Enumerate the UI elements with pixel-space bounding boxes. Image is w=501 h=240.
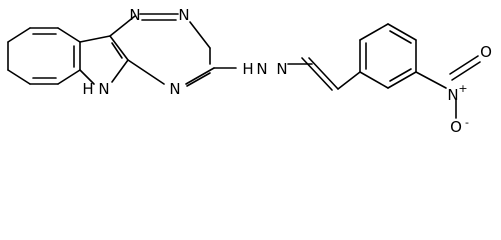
bond	[79, 69, 95, 85]
bond	[387, 71, 417, 89]
nitro-group	[415, 55, 481, 119]
atom-n-hydrazone-1: N	[256, 60, 267, 78]
oxygen-negative-charge: -	[465, 116, 469, 129]
bond	[301, 57, 333, 91]
double-bond-inner	[389, 68, 412, 82]
molecule-diagram: N N N N H N H N N + O O -	[7, 6, 492, 136]
benzene-ring-left	[7, 27, 81, 85]
bond	[189, 21, 211, 49]
bond	[57, 69, 81, 85]
bond	[308, 57, 339, 90]
atom-n-hydrazone-2: N	[276, 60, 287, 78]
atom-h-hydrazone: H	[242, 60, 253, 78]
bond	[185, 67, 215, 85]
bond	[359, 71, 389, 89]
atom-n-triazine-3: N	[169, 80, 180, 98]
pyrrole-ring	[79, 35, 129, 85]
bond	[449, 55, 479, 75]
double-bond-inner	[111, 42, 123, 59]
bond	[7, 27, 31, 43]
atom-n-nitro: N	[447, 86, 458, 104]
atom-nh-indole-n: N	[98, 80, 109, 98]
triazine-ring	[109, 13, 215, 87]
bond	[127, 59, 165, 85]
bond	[387, 23, 417, 41]
bond	[109, 35, 129, 61]
bond	[337, 71, 361, 90]
bond	[111, 59, 129, 83]
hydrazone-linker	[213, 57, 361, 91]
bond	[415, 71, 447, 89]
atom-n-triazine-1: N	[129, 6, 140, 24]
bond	[79, 35, 111, 43]
atom-nh-indole-h: H	[82, 80, 93, 98]
atom-n-triazine-2: N	[178, 6, 189, 24]
double-bond-inner	[389, 30, 412, 44]
nitro-positive-charge: +	[458, 82, 467, 95]
bond	[7, 69, 31, 85]
atom-o-nitro-2: O	[450, 118, 462, 136]
bond	[451, 61, 481, 81]
atom-o-nitro-1: O	[480, 43, 492, 61]
bond	[109, 15, 136, 37]
benzene-ring-right	[359, 23, 417, 89]
bond	[186, 72, 211, 87]
bond	[57, 27, 81, 43]
structure-canvas: N N N N H N H N N + O O -	[7, 6, 492, 136]
bond	[359, 23, 389, 41]
